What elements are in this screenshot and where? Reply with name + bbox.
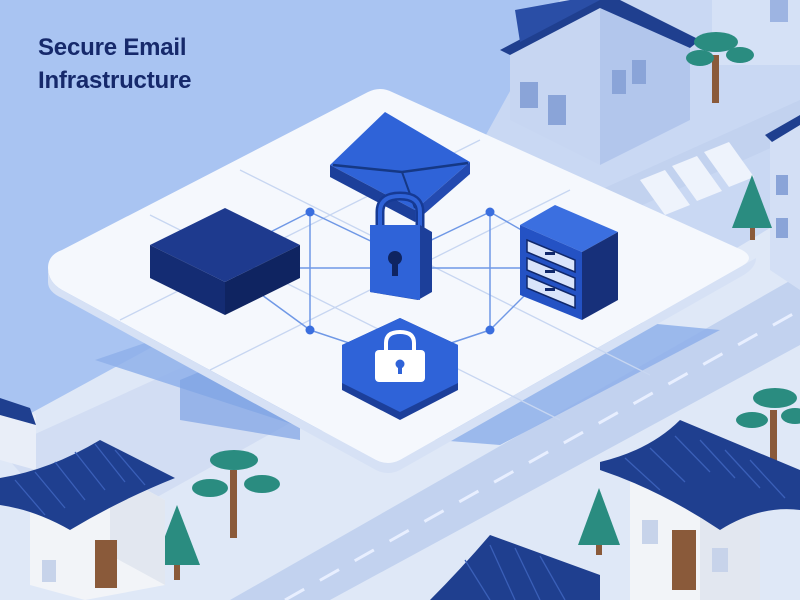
envelope-icon [330,112,470,222]
connection-nodes [305,207,495,335]
server-block-icon [150,208,300,315]
shield-lock-icon [342,318,458,420]
tree-right-lower [736,388,800,468]
tree-right-pine [732,175,772,240]
hanok-house-bottom-left [0,440,175,600]
page-title: Secure Email Infrastructure [38,31,191,97]
storage-rack-icon [520,205,618,320]
crosswalk [640,142,754,215]
tree-center-bottom [192,450,280,538]
title-line-2: Infrastructure [38,67,192,94]
hanok-house-bottom-right [600,420,800,600]
hanok-roof-bottom-center [430,535,600,600]
building-right [765,115,800,290]
padlock-icon [370,191,432,300]
road-lane-marking [284,308,800,600]
tree-pine-bottom-right [578,488,620,555]
building-left-edge [0,398,36,470]
tree-pine-bottom-left [154,505,200,580]
tree-top-right [686,32,754,103]
title-line-1: Secure Email [38,34,187,61]
